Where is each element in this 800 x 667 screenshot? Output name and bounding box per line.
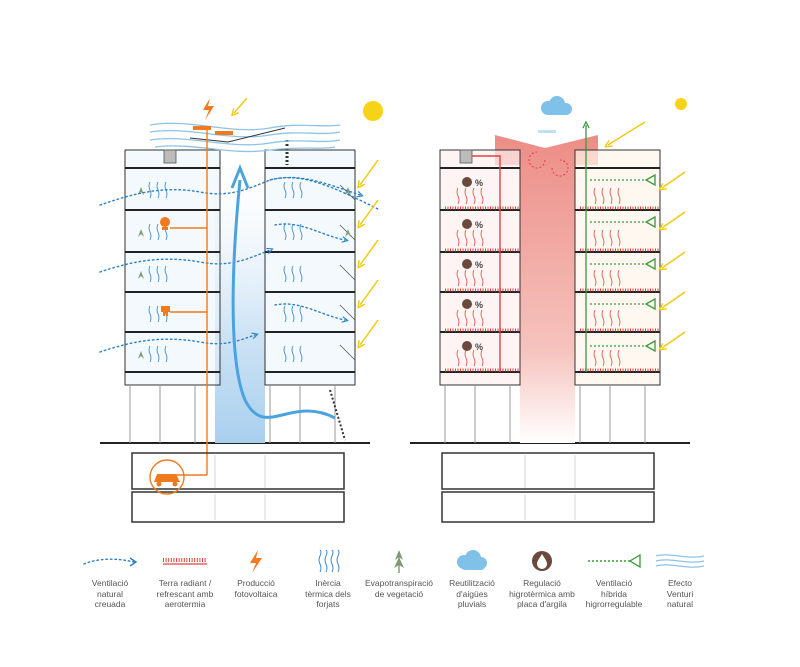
dotted-blue-arrow-icon (83, 557, 138, 567)
red-comb-icon (163, 558, 207, 565)
legend-item-terra: Terra radiant / refrescant amb aerotermi… (143, 548, 227, 610)
water-drop-icon (462, 299, 472, 309)
room-percent-label: % (475, 300, 483, 310)
left-sun-arrows (360, 159, 379, 345)
legend-label: Producció fotovoltaica (234, 578, 278, 599)
legend-label: Ventilació natural creuada (91, 578, 129, 609)
legend-label: Regulació higrotèrmica amb placa d'argil… (509, 578, 575, 609)
left-right-block (264, 149, 356, 386)
right-radiant-floor-marks (445, 206, 660, 372)
room-percent-label: % (475, 220, 483, 230)
wavy-lines-icon (318, 549, 340, 573)
legend-label: Evapotranspiració de vegetació (364, 578, 434, 599)
legend-item-venturi: Efecto Venturi natural (638, 548, 722, 610)
left-cross-ventilation-arrows (99, 176, 381, 353)
right-left-block (439, 149, 521, 386)
right-sun-icon (675, 98, 687, 110)
left-sun-icon (363, 101, 383, 121)
left-slabs (125, 167, 355, 373)
water-drop-icon (462, 341, 472, 351)
water-drop-icon (532, 551, 552, 571)
car-charger-icon (149, 459, 185, 495)
right-parking-level-1 (441, 452, 655, 490)
left-light-bulb-icon (160, 217, 170, 227)
venturi-lines-icon (655, 554, 705, 568)
left-plug-icon (161, 306, 170, 316)
left-parking-level-1 (131, 452, 345, 490)
legend-item-hibrida: Ventilació híbrida higrorregulable (572, 548, 656, 610)
legend-item-ventilacio: Ventilació natural creuada (68, 548, 152, 610)
left-pv-wiring (170, 130, 208, 476)
cloud-icon (457, 550, 487, 570)
legend-label: Terra radiant / refrescant amb aerotermi… (156, 578, 214, 609)
water-drop-icon (462, 259, 472, 269)
car-icon (154, 474, 180, 482)
legend-item-inercia: Inèrcia tèrmica dels forjats (286, 548, 370, 610)
legend-item-foto: Producció fotovoltaica (214, 548, 298, 599)
right-hybrid-ventilation (586, 125, 656, 372)
legend-item-regulacio: Regulació higrotèrmica amb placa d'argil… (500, 548, 584, 610)
left-lightning-bolt-icon (203, 98, 214, 120)
legend: Ventilació natural creuada Terra radiant… (0, 548, 800, 667)
left-inertia-marks (148, 181, 303, 363)
left-parking-level-2 (131, 491, 345, 523)
right-parking-level-2 (441, 491, 655, 523)
right-heat-chimney (495, 135, 598, 443)
legend-item-evapo: Evapotranspiració de vegetació (357, 548, 441, 599)
lightning-bolt-icon (250, 550, 262, 573)
dotted-green-arrow-icon (588, 553, 641, 569)
legend-item-reutil: Reutilització d'aigües pluvials (430, 548, 514, 610)
water-drop-icon (462, 177, 472, 187)
left-light-shaft (215, 160, 265, 443)
room-percent-label: % (475, 342, 483, 352)
legend-label: Ventilació híbrida higrorregulable (585, 578, 643, 609)
right-heat-pipe (472, 155, 501, 372)
right-building (439, 135, 661, 443)
left-venturi-wind-lines (149, 122, 341, 153)
legend-label: Efecto Venturi natural (666, 578, 694, 609)
right-cloud-icon (541, 96, 572, 115)
room-percent-label: % (475, 260, 483, 270)
right-inertia-marks (456, 187, 621, 367)
left-venturi-airflow-arrow (231, 179, 336, 420)
right-sun-arrows (608, 121, 686, 348)
water-drop-icon (462, 219, 472, 229)
legend-label: Inèrcia tèrmica dels forjats (305, 578, 351, 609)
right-clay-regulation-icons: % % % % % (462, 177, 483, 352)
right-slabs (440, 167, 660, 373)
legend-label: Reutilització d'aigües pluvials (449, 578, 495, 609)
plant-icon (394, 550, 404, 573)
sustainability-diagram: % % % % % (99, 96, 690, 523)
room-percent-label: % (475, 178, 483, 188)
left-solar-panels (193, 126, 233, 135)
